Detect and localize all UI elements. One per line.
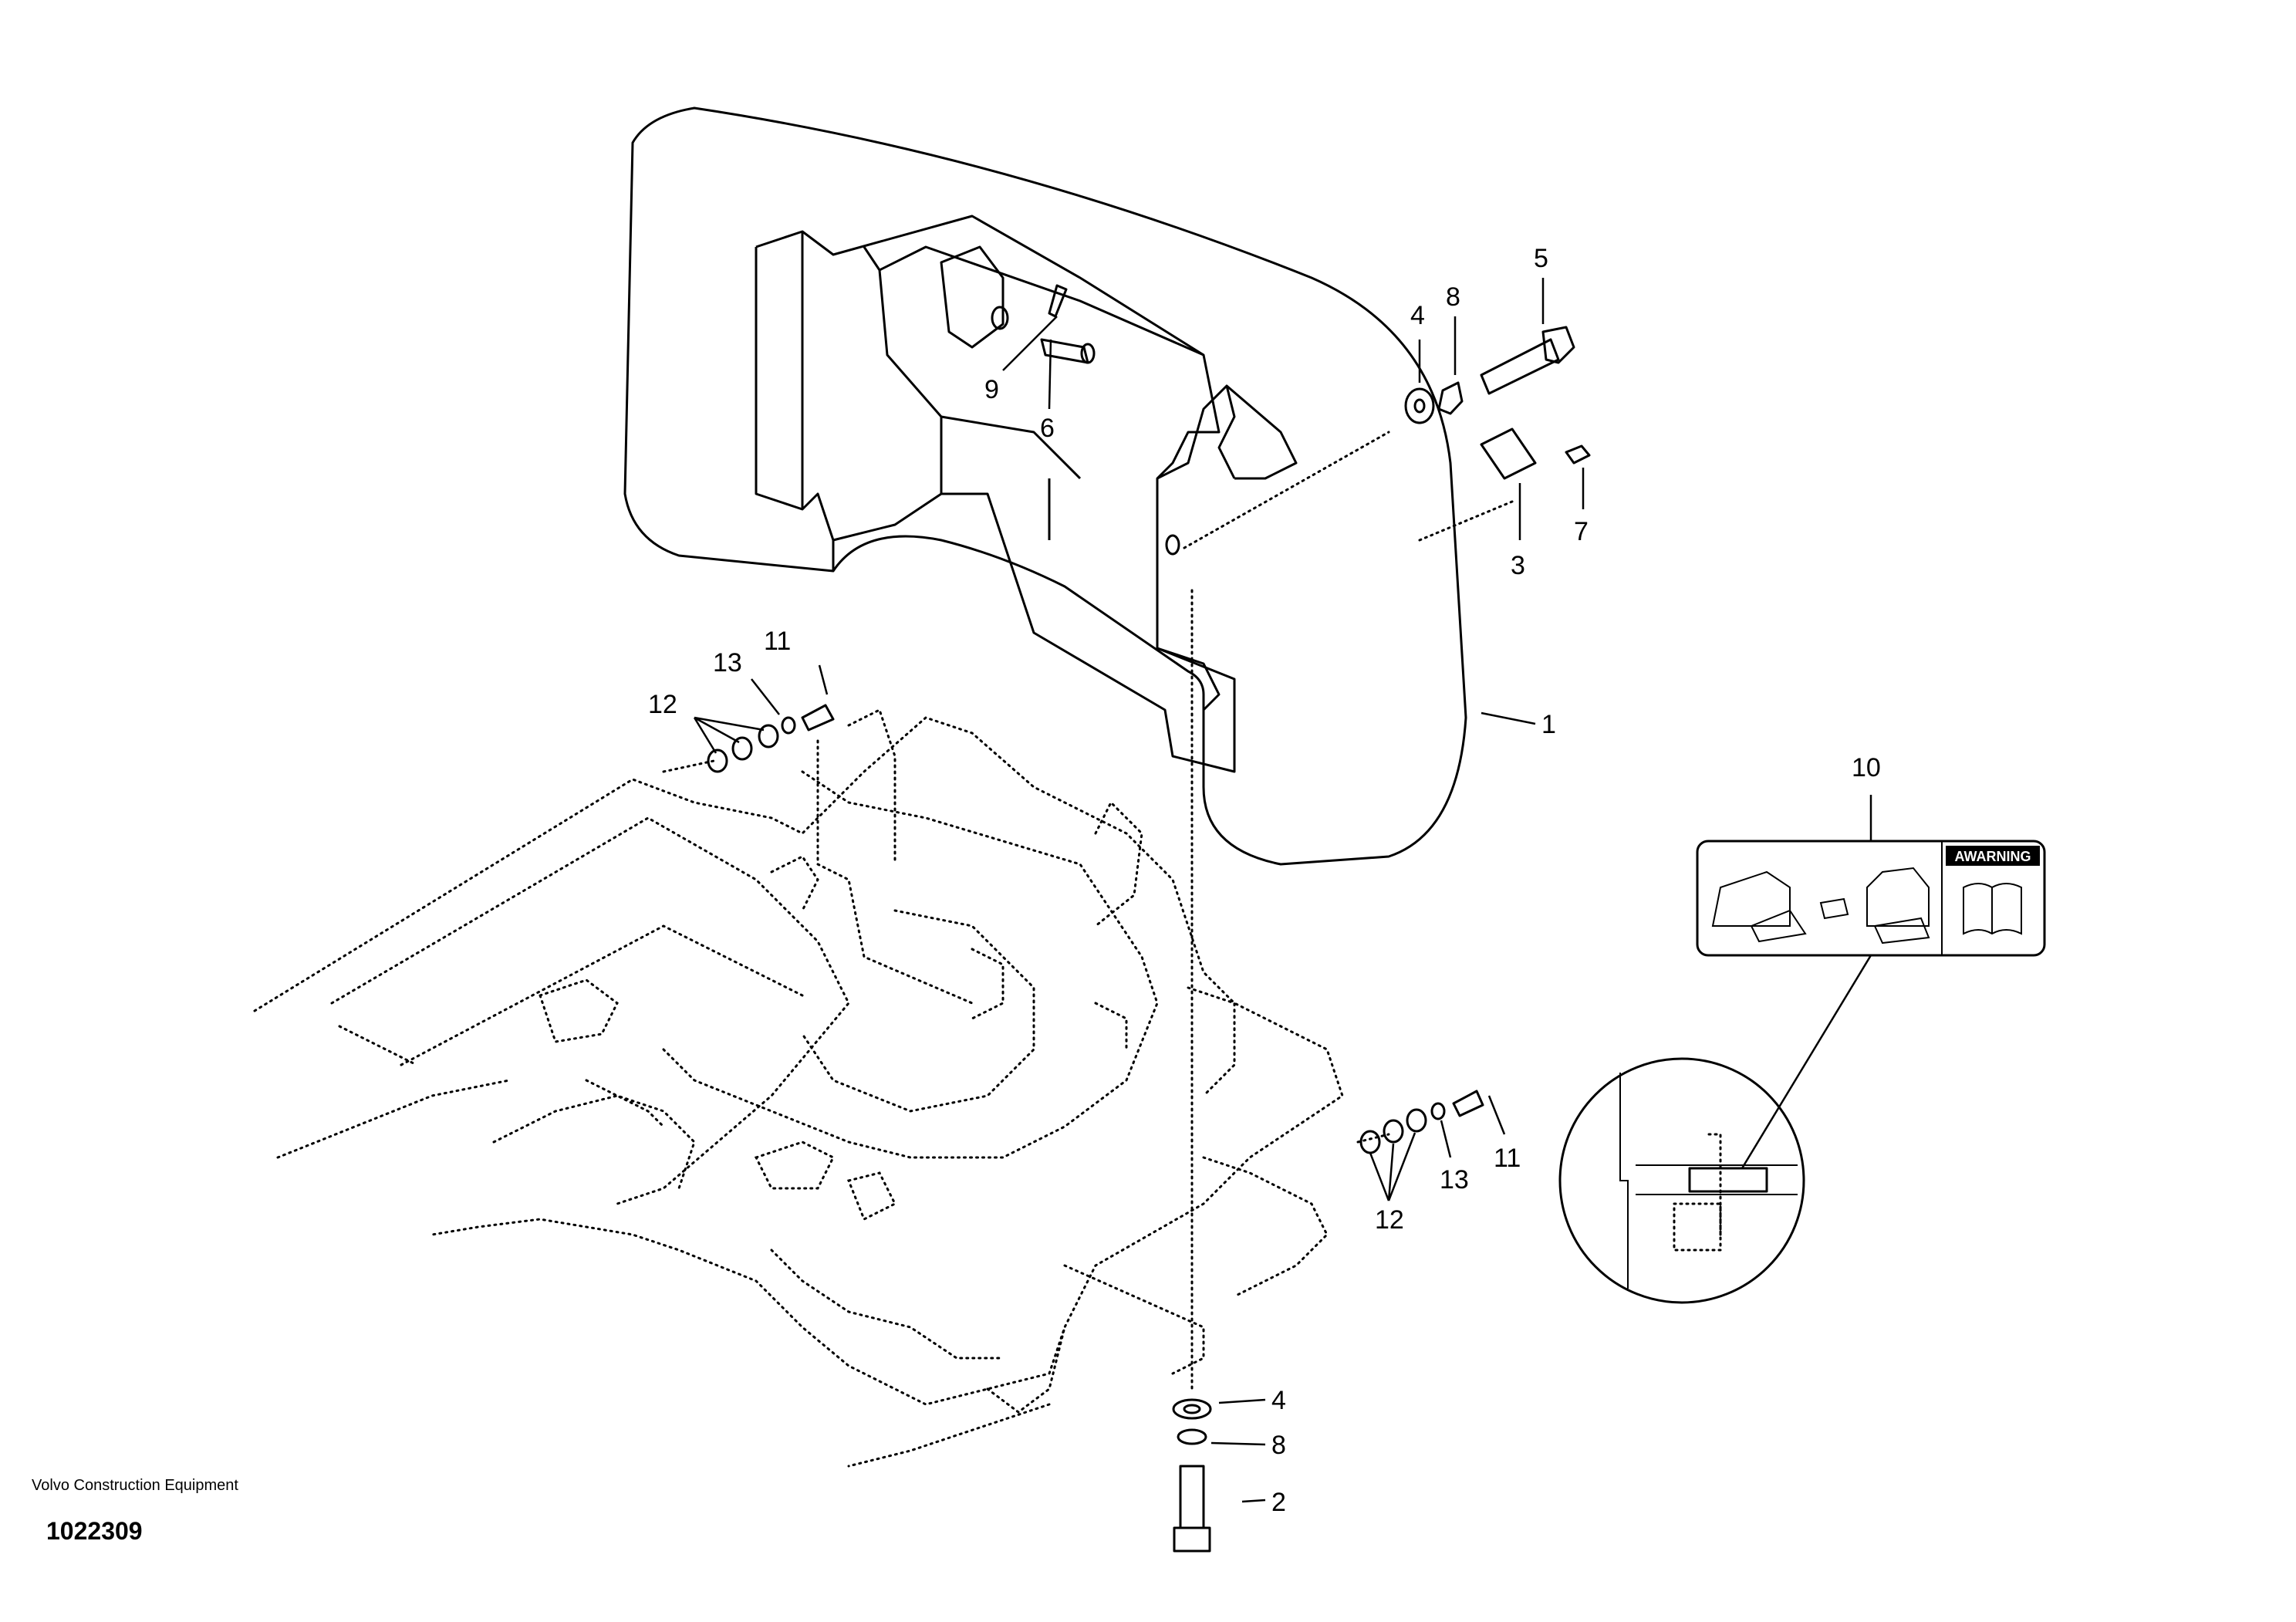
hardware-top-right [1404,326,1591,480]
callout-13-left: 13 [713,648,742,678]
callout-9: 9 [984,375,999,404]
callout-11-right: 11 [1494,1144,1521,1173]
callout-13-right: 13 [1440,1165,1469,1195]
drawing-number: 1022309 [46,1517,143,1545]
callout-2: 2 [1271,1488,1286,1517]
callout-12-right: 12 [1375,1205,1404,1235]
company-name: Volvo Construction Equipment [32,1477,238,1494]
callout-8-top: 8 [1446,282,1460,312]
hardware-bottom [1172,1398,1212,1553]
callout-5: 5 [1534,244,1548,273]
callout-12-left: 12 [648,690,677,719]
callout-6: 6 [1040,414,1055,443]
callout-4-bottom: 4 [1271,1386,1286,1415]
detail-view [1558,955,1872,1304]
warning-decal: AWARNING [1696,840,2046,957]
counterweight [623,106,1467,866]
callout-8-bottom: 8 [1271,1431,1286,1460]
callout-1: 1 [1541,710,1556,739]
callout-10: 10 [1852,753,1881,782]
callout-labels: 1 2 3 4 4 5 6 7 8 8 9 10 11 11 12 12 13 … [648,244,1881,1517]
callout-7: 7 [1574,517,1589,546]
assembly-axes [662,431,1514,1391]
leader-lines [693,278,1872,1503]
callout-11-left: 11 [764,627,791,656]
hardware-right [1359,1090,1484,1154]
hardware-left [707,704,835,773]
upper-frame [253,708,1344,1468]
decal-warning-text: AWARNING [1955,849,2031,864]
callout-3: 3 [1511,551,1525,580]
callout-4-top: 4 [1410,301,1425,330]
